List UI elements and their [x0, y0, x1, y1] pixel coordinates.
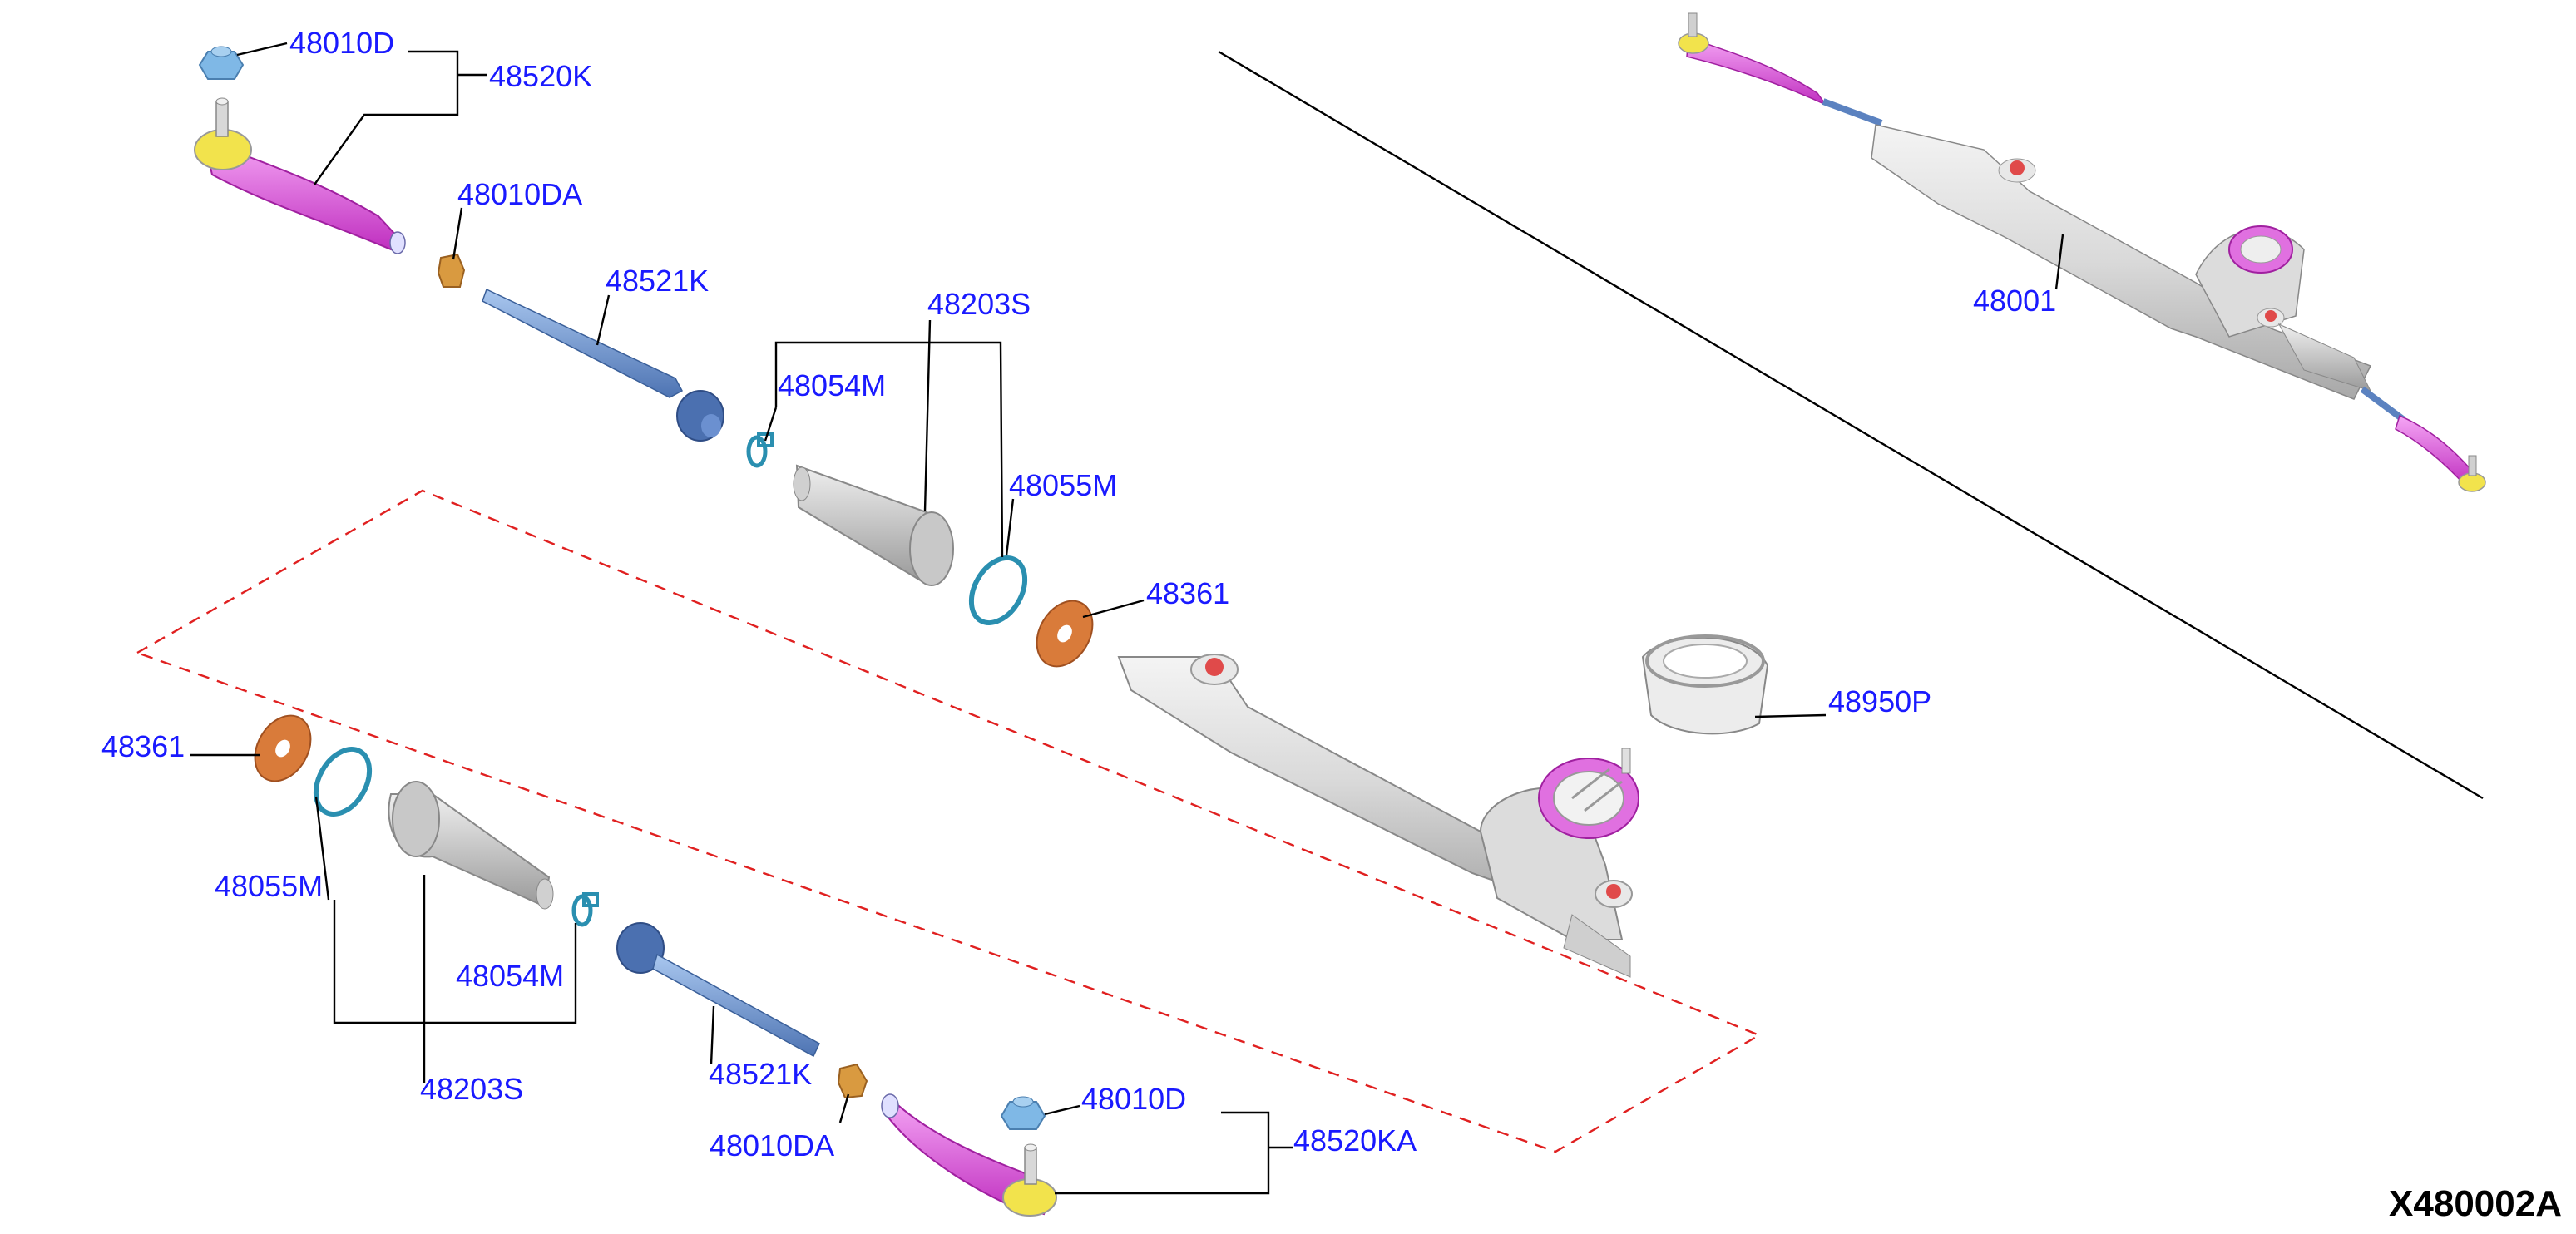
steering-gear-housing [1117, 654, 1639, 978]
label-48055M-bottom: 48055M [215, 869, 323, 903]
label-48520K: 48520K [489, 59, 592, 93]
boot-48203S-top [793, 464, 954, 586]
label-48950P: 48950P [1828, 684, 1931, 718]
label-48010DA-top: 48010DA [457, 177, 582, 211]
tie-rod-end-48520KA [881, 1093, 1057, 1217]
nut-48010D-top [198, 46, 245, 80]
label-48054M-top: 48054M [778, 368, 886, 402]
boot-clamp-48054M-bottom [571, 892, 599, 927]
label-48521K-top: 48521K [606, 264, 709, 298]
nut-48010DA-top [437, 253, 466, 288]
ring-48055M-top [968, 555, 1028, 625]
nut-48010DA-bottom [837, 1063, 868, 1099]
label-48054M-bottom: 48054M [456, 959, 564, 993]
steering-gear-assembly [1678, 12, 2486, 492]
label-48203S-top: 48203S [927, 287, 1031, 321]
inner-tie-rod-48521K-top [482, 288, 724, 442]
washer-48361-top [1036, 600, 1094, 668]
inner-tie-rod-48521K-bottom [616, 922, 820, 1058]
label-48203S-bottom: 48203S [420, 1072, 523, 1106]
label-48001: 48001 [1973, 284, 2056, 318]
boot-clamp-48054M-top [746, 432, 774, 468]
washer-48361-bottom [254, 714, 312, 782]
label-48361-top: 48361 [1146, 576, 1229, 610]
callout-labels: 48010D 48520K 48010DA 48521K 48203S 4805… [101, 26, 2056, 1162]
separator-line [1218, 50, 2484, 800]
label-48010D-bottom: 48010D [1081, 1082, 1186, 1116]
label-48361-bottom: 48361 [101, 729, 185, 763]
label-48521K-bottom: 48521K [709, 1057, 812, 1091]
ring-48055M-bottom [313, 747, 373, 817]
boot-48203S-bottom [388, 781, 554, 910]
figure-id: X480002A [2389, 1183, 2562, 1224]
leader-lines [190, 42, 2064, 1195]
tie-rod-end-48520K [194, 97, 406, 254]
label-48520KA: 48520KA [1293, 1123, 1417, 1157]
nut-48010D-bottom [1000, 1096, 1046, 1130]
label-48010DA-bottom: 48010DA [710, 1128, 834, 1162]
pinion-seal-48950P [1641, 634, 1769, 735]
label-48010D-top: 48010D [289, 26, 394, 60]
label-48055M-top: 48055M [1009, 468, 1117, 502]
